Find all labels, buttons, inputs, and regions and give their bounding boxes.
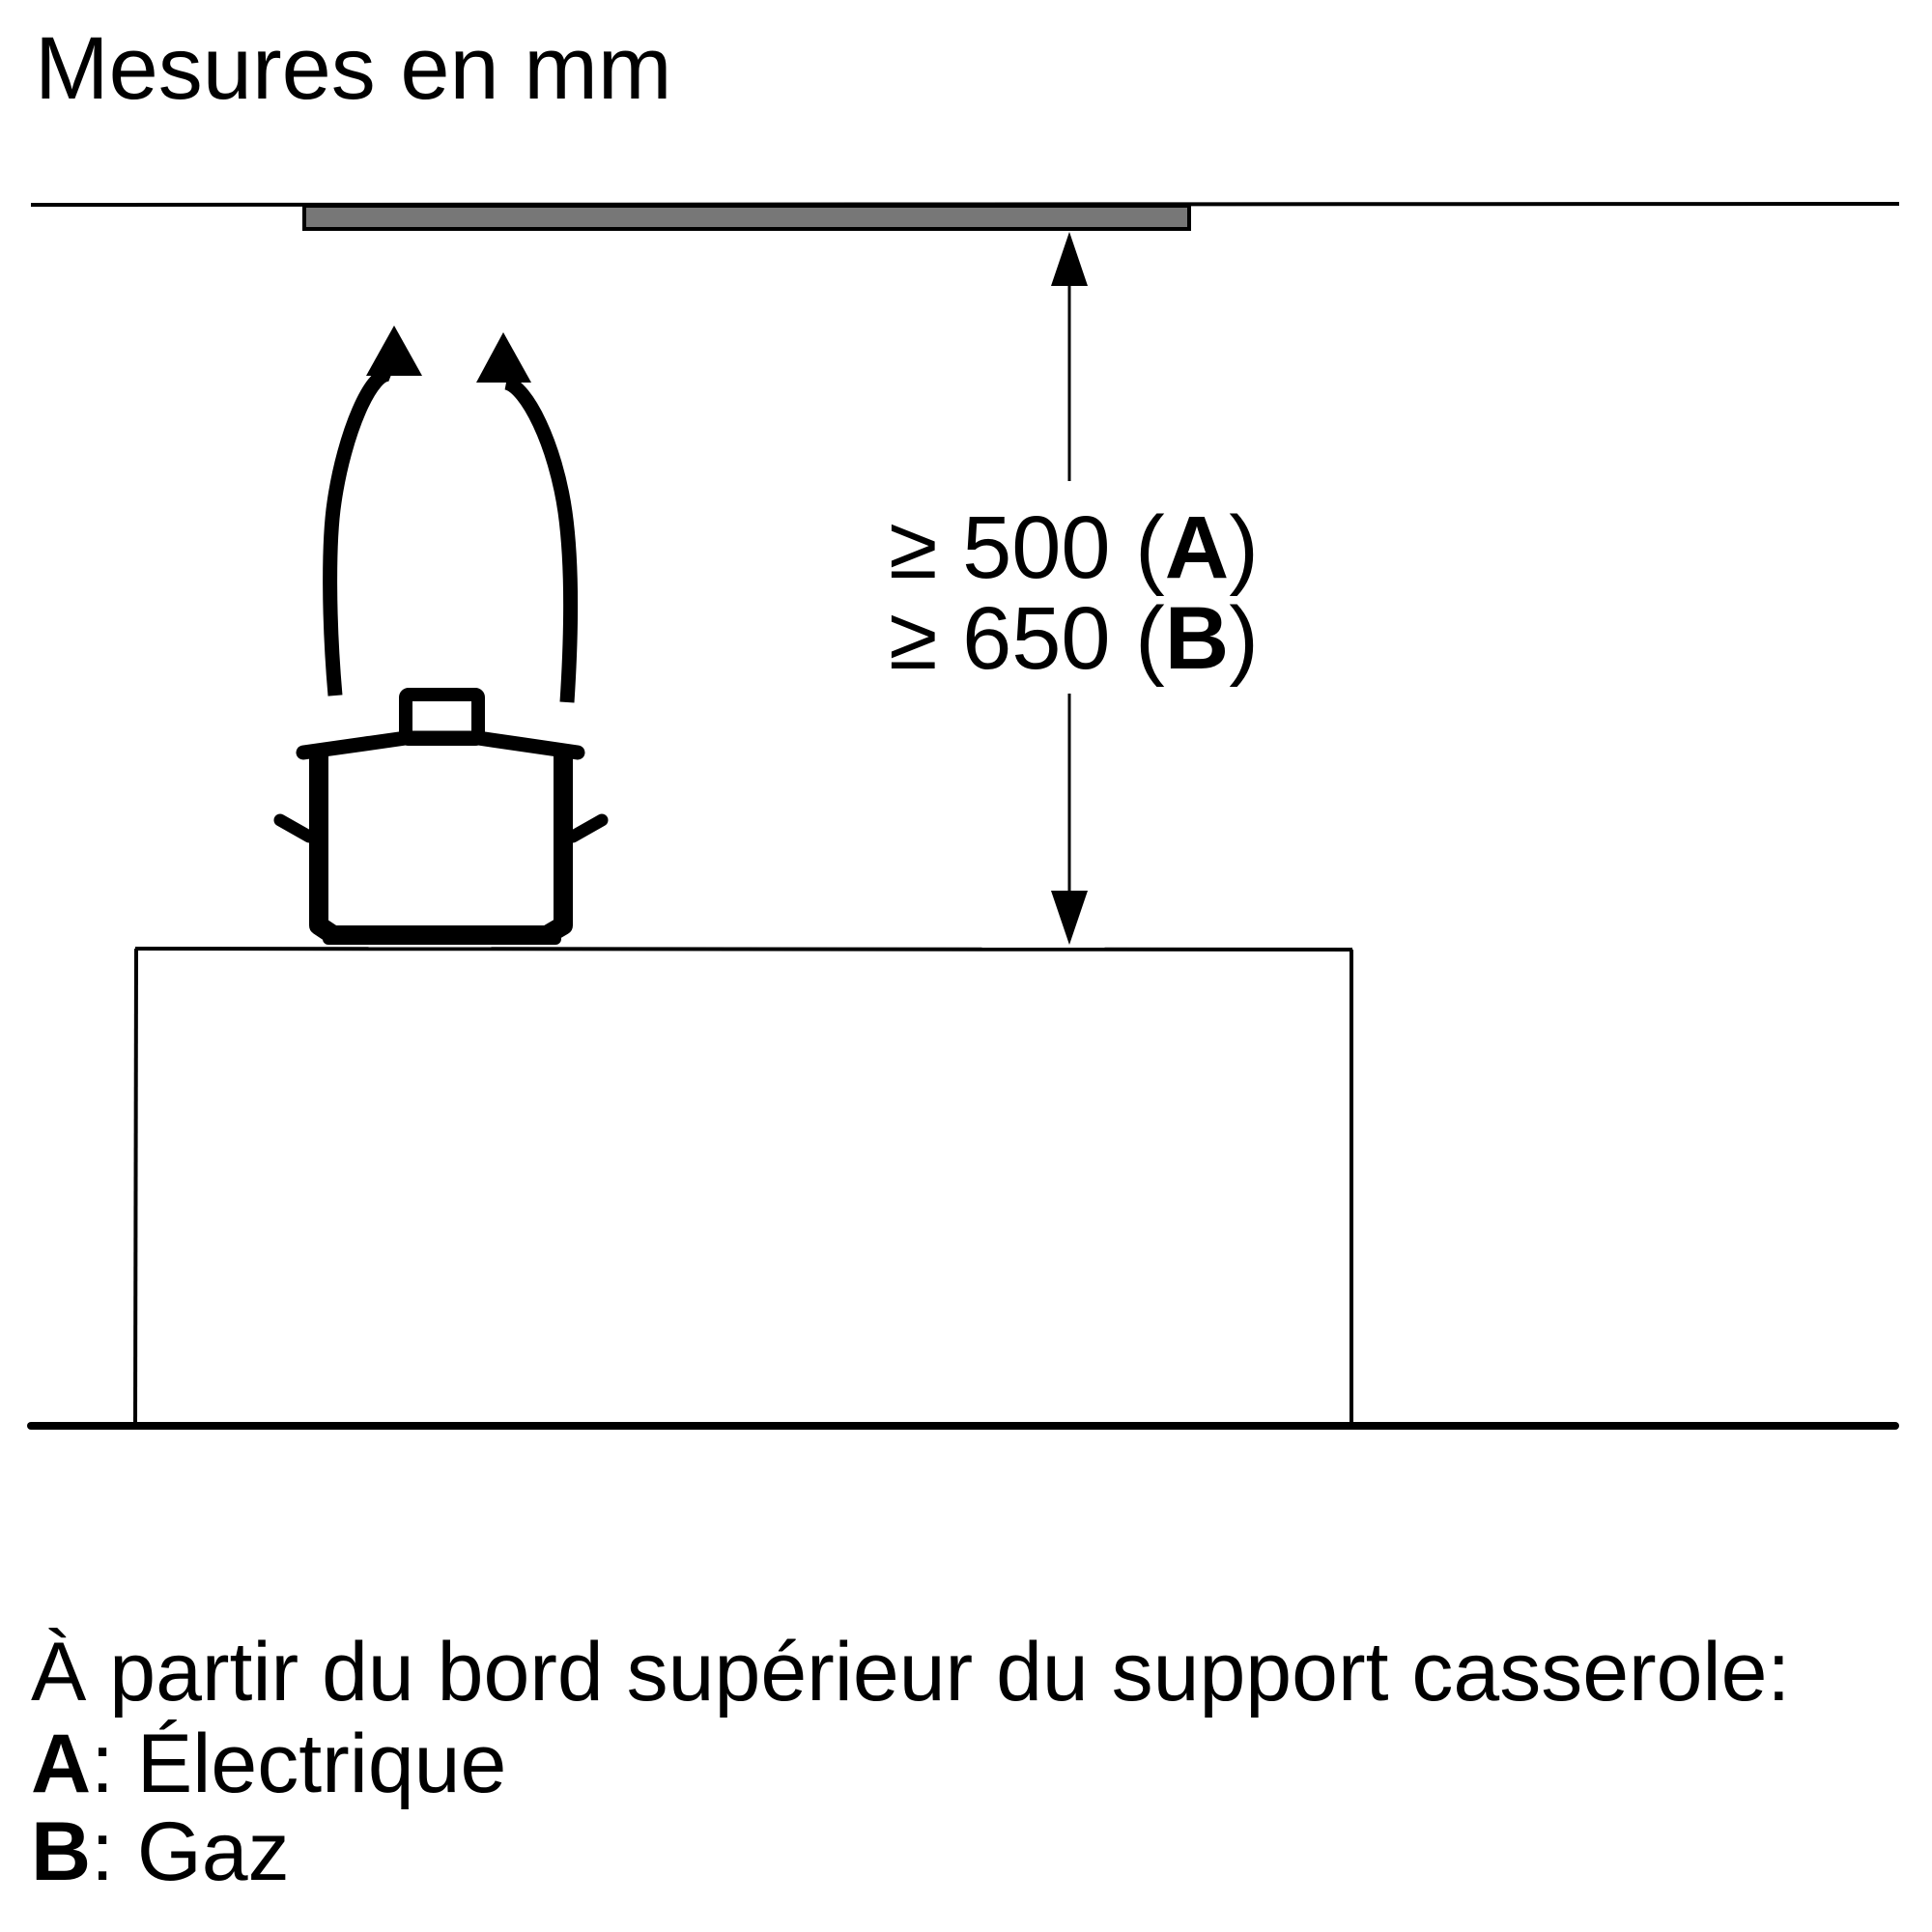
dimension-arrow — [1051, 232, 1088, 945]
dimension-label: ≥ 500 (A) ≥ 650 (B) — [889, 498, 1259, 688]
legend-item-a: A: Électrique — [31, 1718, 506, 1810]
legend-intro: À partir du bord supérieur du support ca… — [31, 1626, 1790, 1719]
arrow-up-icon — [366, 326, 422, 376]
steam-arrow-right — [503, 375, 579, 703]
cooktop-cabinet — [133, 947, 1353, 1425]
steam-arrows — [323, 326, 579, 703]
steam-arrow-left — [323, 367, 394, 696]
hood-panel — [302, 204, 1191, 231]
legend: À partir du bord supérieur du support ca… — [31, 1626, 1790, 1898]
cooking-pot-icon — [273, 688, 609, 945]
legend-item-b: B: Gaz — [31, 1805, 290, 1898]
arrow-down-head-icon — [1051, 891, 1088, 945]
dimension-line-a: ≥ 500 (A) — [889, 498, 1259, 597]
arrow-up-head-icon — [1051, 232, 1088, 286]
arrow-up-icon — [476, 332, 531, 383]
dimension-line-b: ≥ 650 (B) — [889, 589, 1259, 688]
title: Mesures en mm — [35, 19, 672, 118]
